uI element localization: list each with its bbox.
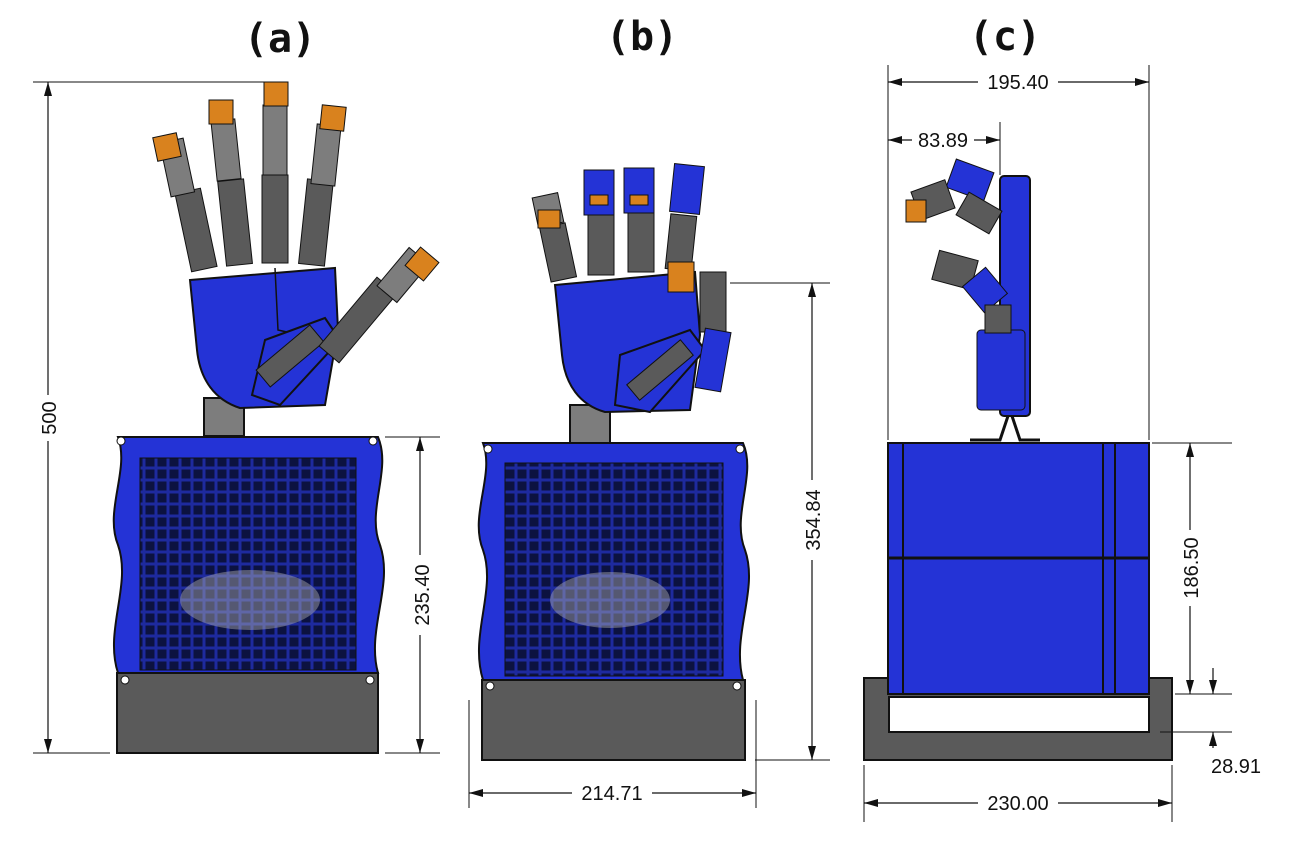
panel-label-c: (c) <box>969 14 1041 60</box>
panel-c-housing <box>887 442 1150 695</box>
dim-c-top-width: 195.40 <box>887 65 1150 440</box>
panel-b-drawing: 354.84 214.71 <box>468 163 830 808</box>
dim-a-total-height-label: 500 <box>39 401 61 434</box>
dim-b-hand-height-label: 354.84 <box>803 489 825 550</box>
dim-a-base-height: 235.40 <box>385 436 440 754</box>
dim-c-plate-width: 230.00 <box>863 765 1173 822</box>
dim-c-finger-offset: 83.89 <box>888 122 1001 175</box>
panel-label-b: (b) <box>606 14 678 60</box>
panel-b-finger-2 <box>583 169 615 276</box>
panel-a-finger-4 <box>298 104 347 267</box>
dim-c-base-height-label: 186.50 <box>1181 537 1203 598</box>
panel-a-finger-3 <box>261 81 289 264</box>
panel-a-grille <box>139 457 357 671</box>
dim-a-base-height-label: 235.40 <box>412 564 434 625</box>
panel-b-base-plate <box>481 679 746 761</box>
dim-b-base-width-label: 214.71 <box>581 783 642 805</box>
panel-a-drawing: 500 235.40 <box>33 81 440 754</box>
panel-c-finger-upper <box>905 158 1003 235</box>
dim-c-finger-offset-label: 83.89 <box>918 130 968 152</box>
dim-c-plate-thickness: 28.91 <box>1160 668 1261 778</box>
dim-c-base-height: 186.50 <box>1152 442 1232 695</box>
panel-a-base-plate <box>116 672 379 754</box>
panel-b-finger-3 <box>623 167 655 273</box>
panel-a-finger-1 <box>152 132 218 273</box>
dim-a-total-height: 500 <box>33 81 265 754</box>
dim-c-plate-width-label: 230.00 <box>987 793 1048 815</box>
panel-c-drawing: 195.40 83.89 186.50 28.91 <box>863 65 1261 822</box>
dim-b-base-width: 214.71 <box>468 700 757 808</box>
panel-b-grille <box>504 462 724 677</box>
panel-c-finger-lower <box>931 249 1012 334</box>
panel-b-finger-1 <box>531 192 578 283</box>
dim-c-top-width-label: 195.40 <box>987 72 1048 94</box>
panel-a-finger-2 <box>208 99 253 267</box>
panel-label-a: (a) <box>244 16 316 62</box>
dim-c-plate-thickness-label: 28.91 <box>1211 756 1261 778</box>
panel-b-thumb <box>667 261 732 393</box>
dim-b-hand-height: 354.84 <box>730 282 830 761</box>
panel-a-thumb <box>318 246 440 364</box>
panel-b-finger-4 <box>664 163 705 272</box>
